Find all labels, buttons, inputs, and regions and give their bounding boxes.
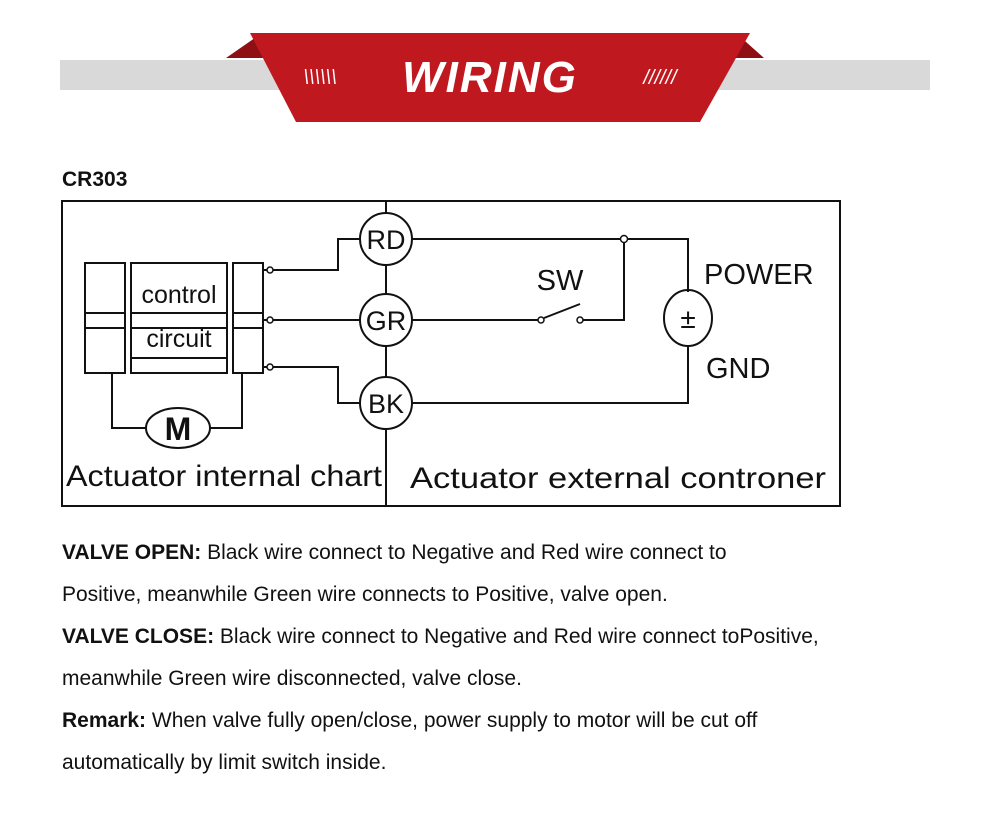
terminal-bk-label: BK xyxy=(368,389,404,419)
wiring-banner: \\\\\\ WIRING ////// xyxy=(60,33,930,122)
control-label: control xyxy=(141,281,216,309)
note-remark-cont: automatically by limit switch inside. xyxy=(62,742,962,784)
switch-return-wire xyxy=(580,239,625,321)
note-valve-close: VALVE CLOSE: Black wire connect to Negat… xyxy=(62,616,962,658)
note-text: Positive, meanwhile Green wire connects … xyxy=(62,583,668,606)
external-caption: Actuator external controner xyxy=(410,462,826,495)
banner-ribbon xyxy=(250,33,750,122)
note-valve-close-cont: meanwhile Green wire disconnected, valve… xyxy=(62,658,962,700)
gnd-label: GND xyxy=(706,353,770,385)
power-symbol-label: ± xyxy=(680,303,695,334)
note-label: Remark: xyxy=(62,709,147,732)
note-valve-open-cont: Positive, meanwhile Green wire connects … xyxy=(62,574,962,616)
note-valve-open: VALVE OPEN: Black wire connect to Negati… xyxy=(62,532,962,574)
switch-label: SW xyxy=(537,265,584,297)
note-remark: Remark: When valve fully open/close, pow… xyxy=(62,700,962,742)
motor-wire xyxy=(111,373,146,429)
wiring-notes: VALVE OPEN: Black wire connect to Negati… xyxy=(62,532,962,784)
circuit-label: circuit xyxy=(146,325,211,353)
red-wire-external xyxy=(412,238,689,292)
internal-caption: Actuator internal chart xyxy=(66,460,383,493)
power-label: POWER xyxy=(704,259,814,291)
diagram-frame xyxy=(61,200,841,507)
note-text: automatically by limit switch inside. xyxy=(62,751,387,774)
black-wire-external xyxy=(412,346,689,404)
switch-blade xyxy=(543,303,581,319)
red-wire-internal xyxy=(263,238,360,271)
terminal-rd-label: RD xyxy=(367,225,406,255)
banner-left-deco: \\\\\\ xyxy=(303,67,336,89)
banner-right-deco: ////// xyxy=(641,67,679,89)
note-text: When valve fully open/close, power suppl… xyxy=(146,709,758,732)
control-circuit-block xyxy=(84,262,264,374)
motor-label: M xyxy=(165,411,192,447)
terminal-gr-label: GR xyxy=(366,306,407,336)
wiring-diagram: control circuit M Actuator internal char… xyxy=(61,200,841,507)
note-label: VALVE CLOSE: xyxy=(62,625,215,648)
black-wire-internal xyxy=(263,366,360,404)
note-text: Black wire connect to Negative and Red w… xyxy=(201,541,727,564)
motor-wire-right xyxy=(210,373,243,429)
note-text: meanwhile Green wire disconnected, valve… xyxy=(62,667,522,690)
note-text: Black wire connect to Negative and Red w… xyxy=(214,625,819,648)
note-label: VALVE OPEN: xyxy=(62,541,202,564)
banner-title: WIRING xyxy=(402,53,578,102)
motor-symbol xyxy=(145,407,211,449)
model-label: CR303 xyxy=(62,168,128,191)
